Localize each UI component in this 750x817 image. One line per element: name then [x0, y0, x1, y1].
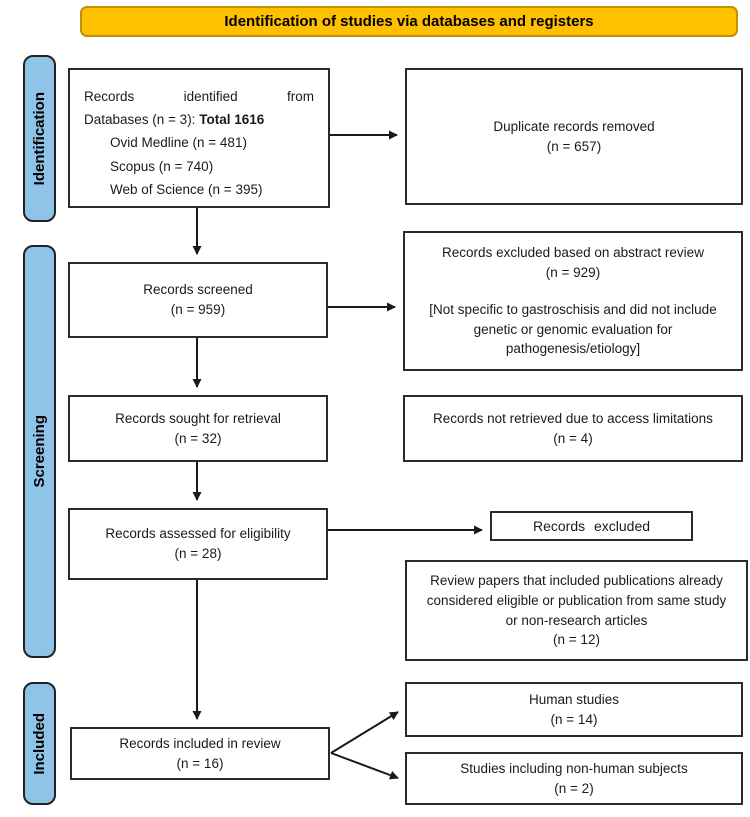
human-studies-text: Human studies — [528, 691, 620, 707]
records-screened-n: (n = 959) — [170, 302, 226, 317]
review-papers-n: (n = 12) — [553, 632, 600, 648]
not-retrieved-text: Records not retrieved due to access limi… — [433, 410, 713, 426]
excluded-abstract-note: [Not specific to gastroschisis and did n… — [429, 302, 717, 357]
included-review-text: Records included in review — [119, 735, 281, 751]
box-records-sought: Records sought for retrieval (n = 32) — [68, 395, 328, 462]
review-papers-text: Review papers that included publications… — [426, 573, 727, 628]
diagram-title: Identification of studies via databases … — [224, 13, 594, 30]
stage-tab-screening: Screening — [23, 245, 56, 658]
box-records-assessed: Records assessed for eligibility (n = 28… — [68, 508, 328, 580]
records-assessed-text: Records assessed for eligibility — [105, 526, 291, 542]
arrow-included-to-nonhuman — [330, 752, 399, 780]
records-identified-total: Total 1616 — [199, 112, 265, 128]
stage-label-screening: Screening — [31, 415, 48, 488]
nonhuman-studies-n: (n = 2) — [554, 780, 594, 796]
stage-tab-included: Included — [23, 682, 56, 805]
box-excluded-abstract: Records excluded based on abstract revie… — [403, 231, 743, 371]
database-item-ovid: Ovid Medline (n = 481) — [110, 135, 247, 151]
included-review-n: (n = 16) — [176, 755, 224, 771]
human-studies-n: (n = 14) — [550, 711, 598, 727]
database-item-wos: Web of Science (n = 395) — [110, 181, 263, 197]
box-not-retrieved: Records not retrieved due to access limi… — [403, 395, 743, 462]
excluded-abstract-text: Records excluded based on abstract revie… — [442, 245, 704, 261]
box-nonhuman-studies: Studies including non-human subjects (n … — [405, 752, 743, 805]
arrow-included-to-human — [330, 711, 399, 754]
stage-label-identification: Identification — [31, 91, 48, 186]
records-excluded-text: Records excluded — [532, 517, 651, 534]
stage-tab-identification: Identification — [23, 55, 56, 222]
box-included-review: Records included in review (n = 16) — [70, 727, 330, 780]
excluded-abstract-n: (n = 929) — [545, 264, 601, 280]
box-records-excluded: Records excluded — [490, 511, 693, 541]
records-identified-line1: Records identified from — [84, 89, 314, 104]
records-assessed-n: (n = 28) — [174, 546, 222, 561]
box-review-papers: Review papers that included publications… — [405, 560, 748, 661]
box-records-identified: Records identified from Databases (n = 3… — [68, 68, 330, 208]
box-records-screened: Records screened (n = 959) — [68, 262, 328, 338]
duplicates-removed-n: (n = 657) — [546, 138, 602, 154]
box-human-studies: Human studies (n = 14) — [405, 682, 743, 737]
box-duplicates-removed: Duplicate records removed (n = 657) — [405, 68, 743, 205]
stage-label-included: Included — [31, 712, 48, 775]
records-identified-line2: Databases (n = 3): Total 1616 — [84, 112, 265, 128]
database-item-scopus: Scopus (n = 740) — [110, 158, 214, 174]
records-screened-text: Records screened — [143, 282, 253, 298]
duplicates-removed-text: Duplicate records removed — [493, 118, 655, 134]
not-retrieved-n: (n = 4) — [553, 430, 593, 446]
records-sought-text: Records sought for retrieval — [115, 410, 281, 426]
records-sought-n: (n = 32) — [174, 430, 222, 446]
nonhuman-studies-text: Studies including non-human subjects — [460, 760, 688, 776]
diagram-title-banner: Identification of studies via databases … — [80, 6, 738, 37]
